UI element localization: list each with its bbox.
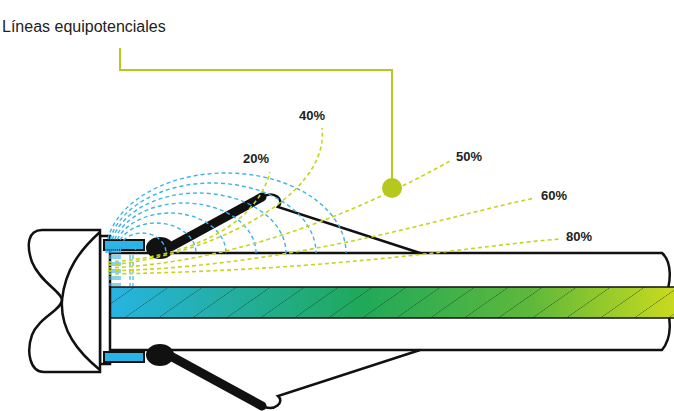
field-line — [106, 173, 346, 253]
percent-label: 80% — [566, 230, 592, 245]
stress-cone — [170, 198, 265, 250]
field-line — [108, 183, 316, 253]
field-line — [110, 193, 286, 253]
end-cap — [29, 230, 100, 372]
stress-cone — [165, 353, 262, 406]
equipotential-line — [108, 128, 322, 265]
conductor-hatch — [105, 287, 674, 318]
equipotential-line — [108, 239, 560, 274]
stress-cone — [165, 197, 262, 250]
equipotential-line — [108, 172, 270, 262]
callout-label: Líneas equipotenciales — [2, 18, 166, 36]
stress-cone — [262, 350, 420, 408]
field-line — [112, 203, 256, 253]
field-line — [118, 233, 166, 253]
percent-label: 20% — [243, 152, 269, 167]
field-line — [120, 243, 136, 253]
seal — [146, 237, 174, 259]
equipotential-line — [108, 198, 535, 271]
flange — [100, 236, 110, 364]
equipotential-line — [108, 161, 450, 268]
field-line — [119, 255, 120, 286]
callout-dot — [382, 178, 402, 198]
end-cap-twist — [62, 232, 100, 370]
equipotential-lines — [108, 128, 560, 274]
conductor — [105, 287, 674, 318]
flange-piece — [104, 352, 144, 362]
field-line — [114, 213, 226, 253]
leader-line — [120, 48, 392, 182]
field-lines — [106, 173, 346, 286]
conductor-edge — [105, 286, 674, 288]
percent-label: 40% — [299, 109, 325, 124]
percent-label: 60% — [541, 189, 567, 204]
conductor-edge — [105, 317, 674, 319]
seal — [146, 344, 174, 366]
percent-label: 50% — [456, 150, 482, 165]
field-line — [113, 255, 114, 286]
